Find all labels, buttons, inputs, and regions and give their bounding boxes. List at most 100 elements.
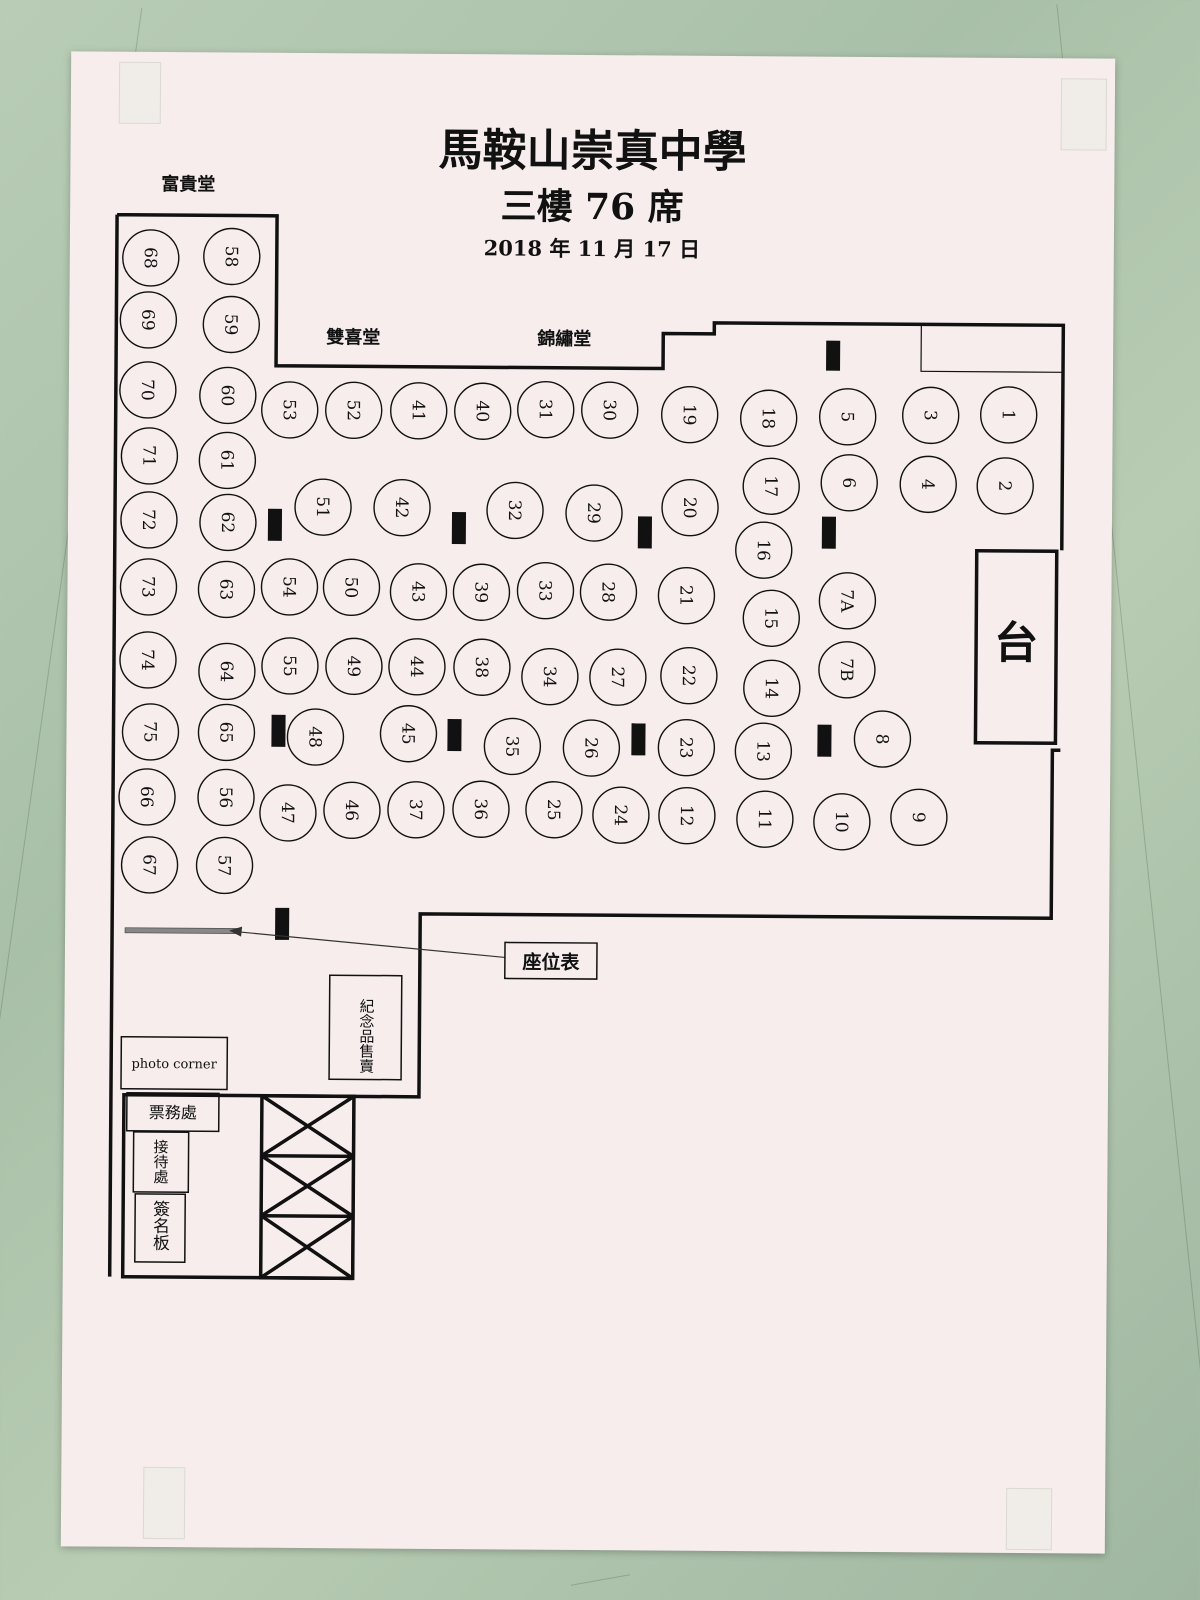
table-number: 15 [760,607,780,629]
table-circle [198,431,257,490]
table-number: 2 [994,480,1014,491]
table-circle [120,427,179,485]
table-10: 10 [813,793,871,851]
table-41: 41 [390,382,448,440]
table-8: 8 [853,710,912,768]
table-71: 71 [120,427,179,485]
table-47: 47 [259,784,317,842]
table-37: 37 [387,781,445,839]
table-number: 36 [470,798,490,820]
table-circle [660,647,718,705]
table-circle [657,566,716,625]
table-circle [452,563,511,621]
table-circle [581,381,639,439]
table-44: 44 [388,638,446,696]
table-52: 52 [325,381,383,440]
table-circle [202,295,261,354]
table-number: 60 [217,385,237,407]
table-number: 61 [216,450,236,472]
table-circle [742,589,800,647]
table-number: 7B [836,658,856,681]
table-number: 20 [679,497,699,519]
table-number: 64 [216,661,236,683]
table-51: 51 [294,478,352,536]
room-label-jinxiu: 錦繡堂 [537,328,591,350]
table-67: 67 [120,836,179,894]
table-number: 66 [136,786,156,808]
table-number: 6 [838,477,858,488]
table-62: 62 [199,493,257,552]
table-number: 11 [754,808,774,830]
table-number: 69 [137,309,157,331]
table-number: 39 [470,581,490,603]
table-number: 10 [831,811,851,833]
table-circle [261,637,319,695]
table-38: 38 [453,638,511,696]
table-number: 59 [220,314,240,336]
table-number: 45 [397,723,417,745]
table-14: 14 [743,659,801,717]
table-number: 1 [998,409,1018,420]
table-48: 48 [286,708,345,766]
table-39: 39 [452,563,511,621]
table-circle [118,768,176,826]
table-number: 49 [343,655,363,677]
table-circle [521,648,579,706]
souvenir-label: 紀念品售賣 [357,998,376,1073]
table-number: 28 [597,581,617,603]
table-circle [119,631,177,689]
table-30: 30 [581,381,639,439]
table-number: 16 [753,539,773,561]
table-number: 71 [138,445,158,467]
table-18: 18 [739,389,798,447]
table-5: 5 [818,388,877,446]
table-number: 13 [752,740,772,762]
table-circle [119,558,178,616]
table-circle [325,381,383,440]
table-number: 51 [312,496,332,518]
table-32: 32 [486,481,544,540]
table-number: 25 [543,799,563,821]
table-circle [902,386,960,445]
table-75: 75 [121,703,180,761]
table-20: 20 [661,479,719,537]
table-number: 42 [391,497,411,519]
table-circle [743,659,801,717]
table-45: 45 [379,705,438,763]
table-29: 29 [565,484,623,542]
table-circle [260,558,319,616]
souvenir-booth [328,974,403,1081]
table-46: 46 [323,781,381,840]
table-circle [818,388,877,446]
table-74: 74 [119,631,177,689]
table-number: 54 [278,576,298,598]
table-65: 65 [197,703,256,762]
table-circle [562,719,621,777]
table-circle [516,561,575,620]
table-circle [736,790,794,848]
table-number: 74 [137,649,157,671]
table-56: 56 [197,768,255,827]
table-circle [658,786,716,845]
table-number: 32 [504,500,524,522]
table-circle [820,454,878,512]
table-58: 58 [203,227,261,286]
table-number: 65 [215,722,235,744]
table-circle [199,493,257,552]
table-64: 64 [198,642,256,701]
table-circle [818,641,876,699]
table-circle [661,386,719,444]
table-7a: 7A [818,572,877,630]
table-24: 24 [592,786,650,844]
table-number: 14 [761,677,781,699]
table-number: 7A [836,589,856,613]
table-number: 9 [908,812,928,823]
table-number: 18 [758,407,778,429]
table-59: 59 [202,295,261,354]
table-70: 70 [119,361,177,419]
table-number: 31 [535,399,555,421]
table-number: 52 [343,399,363,421]
table-2: 2 [976,457,1034,515]
table-66: 66 [118,768,176,826]
table-number: 33 [534,580,554,602]
